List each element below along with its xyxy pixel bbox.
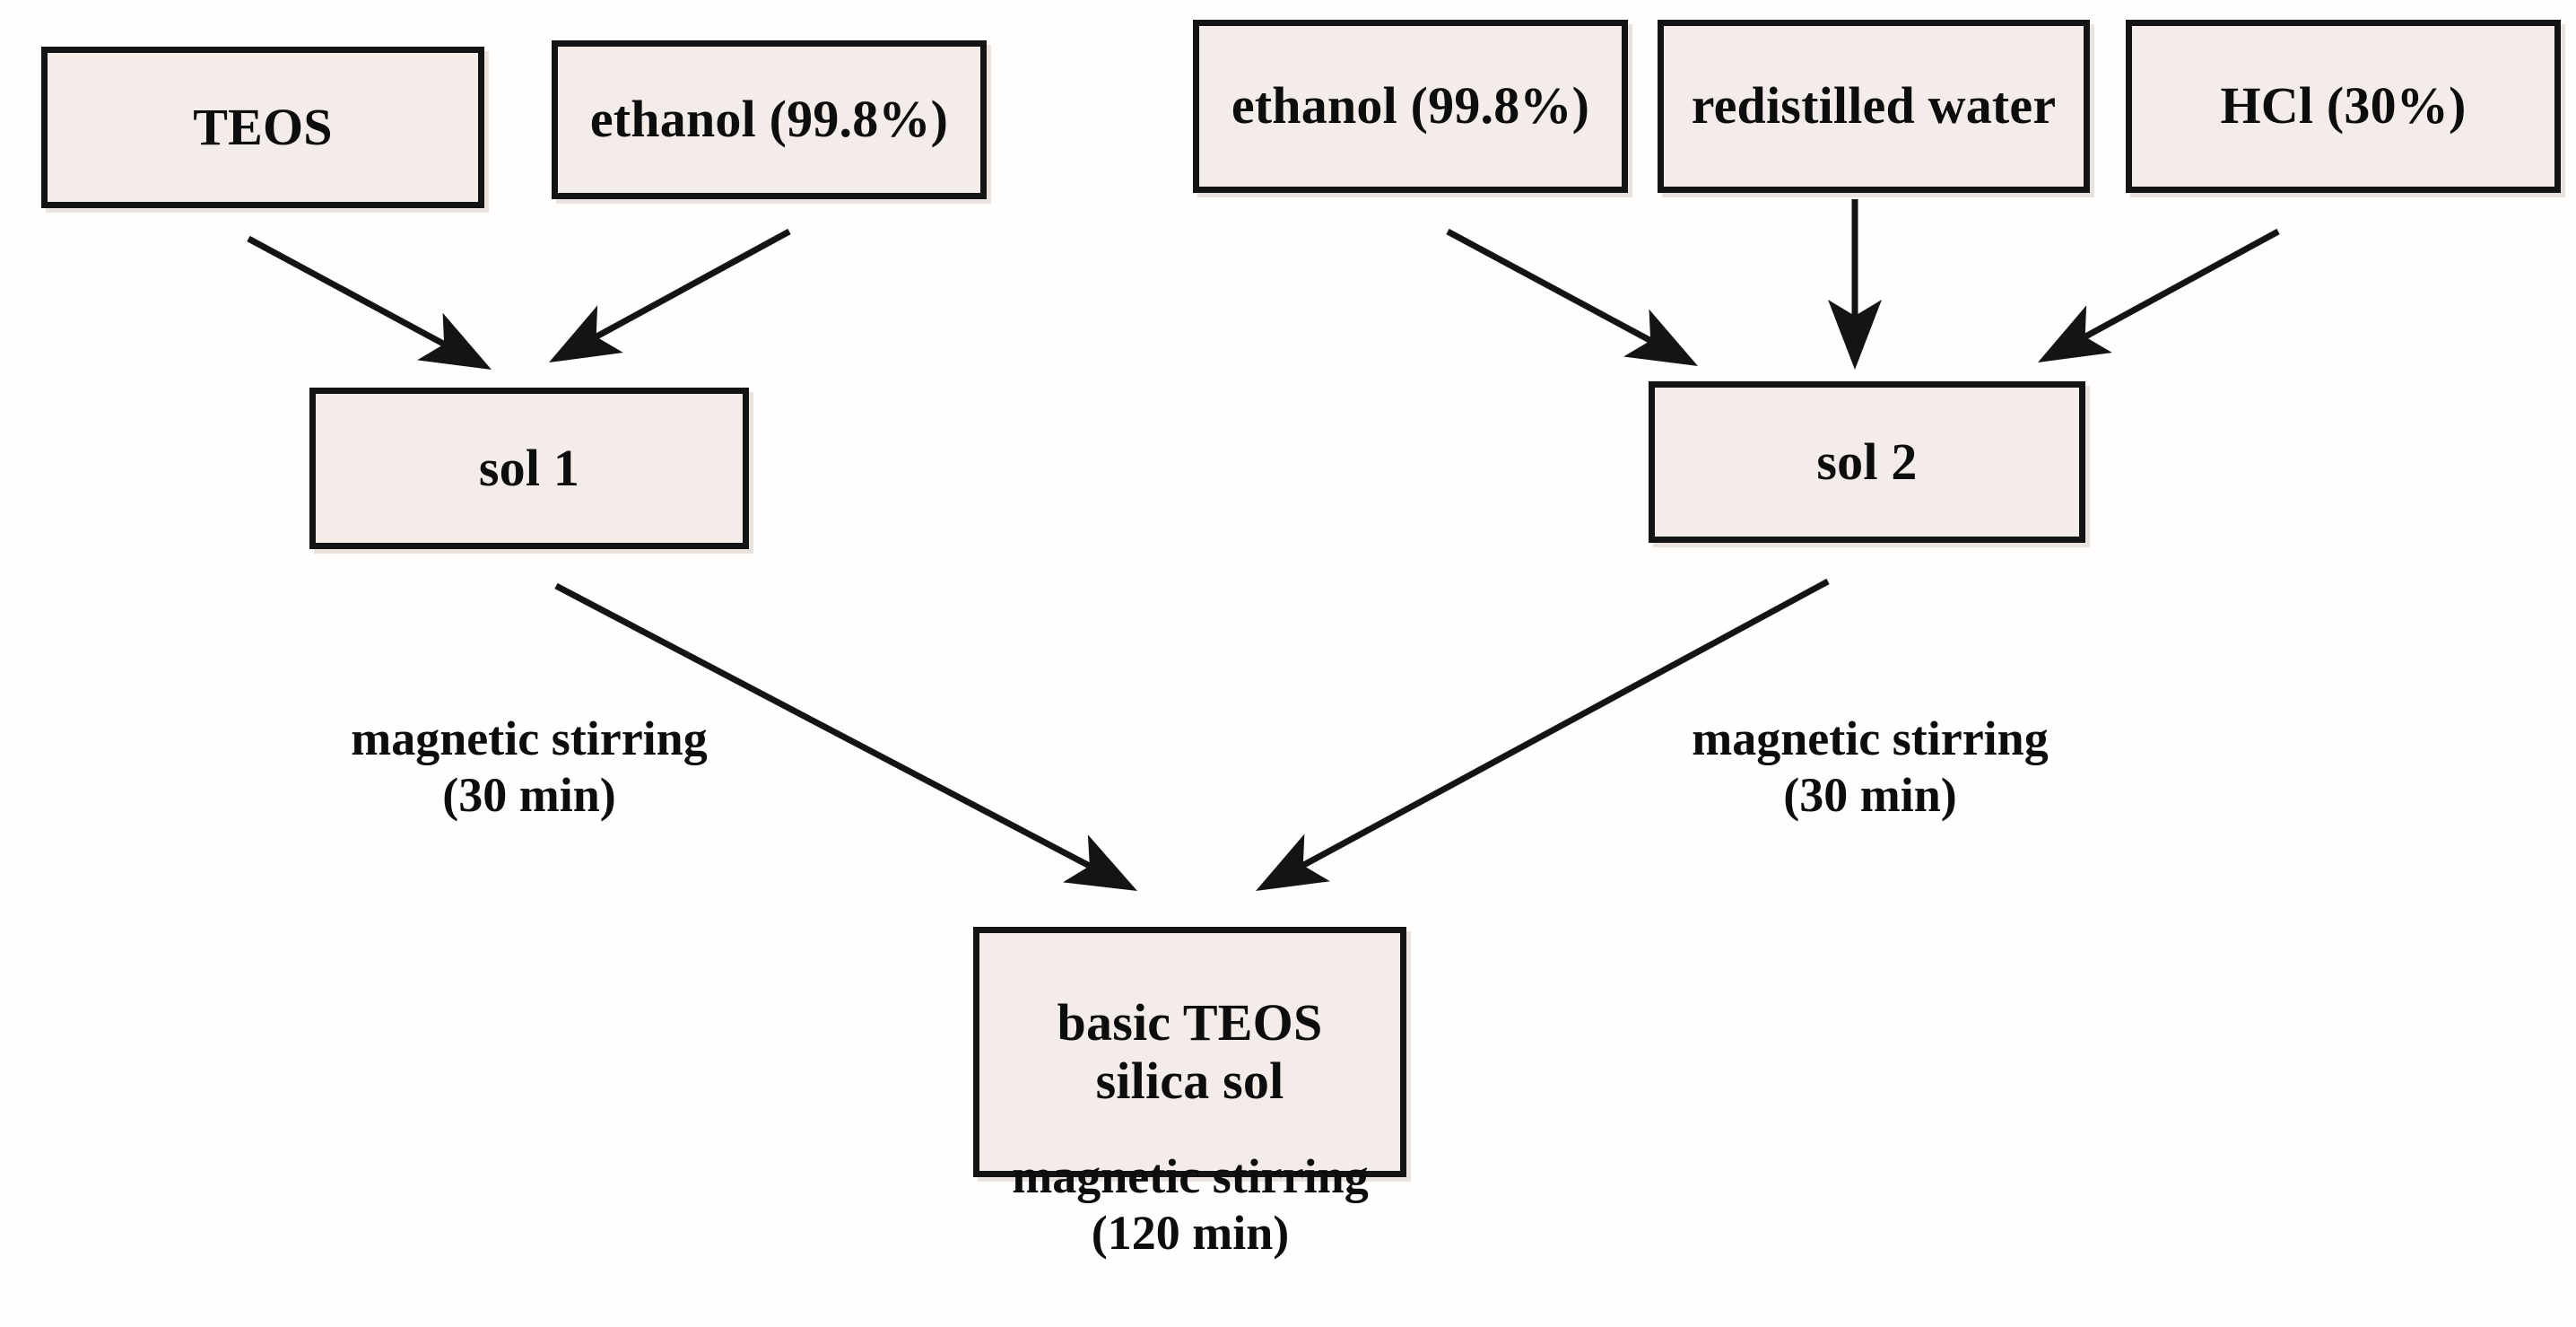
node-teos: TEOS <box>41 47 484 208</box>
arrow-ethanol2-to-sol2 <box>1446 228 1698 366</box>
edge-label-stir-sol2: magnetic stirring(30 min) <box>1692 712 2049 822</box>
arrow-teos-to-sol1 <box>247 235 492 370</box>
node-hcl: HCl (30%) <box>2126 20 2561 193</box>
arrow-hcl-to-sol2 <box>2038 228 2280 362</box>
node-label: HCl (30%) <box>2220 76 2467 135</box>
node-sol2: sol 2 <box>1649 381 2085 543</box>
node-ethanol1: ethanol (99.8%) <box>552 40 987 199</box>
node-label: sol 2 <box>1816 432 1918 491</box>
node-ethanol2: ethanol (99.8%) <box>1193 20 1628 193</box>
node-label: ethanol (99.8%) <box>1231 76 1590 135</box>
edge-label-stir-sol1: magnetic stirring(30 min) <box>351 712 708 822</box>
node-label: sol 1 <box>478 438 580 497</box>
node-label: ethanol (99.8%) <box>589 90 949 149</box>
arrow-ethanol1-to-sol1 <box>549 228 791 362</box>
node-label: TEOS <box>193 97 333 156</box>
node-water: redistilled water <box>1658 20 2090 193</box>
node-sol1: sol 1 <box>309 388 749 549</box>
edge-label-stir-product: magnetic stirring(120 min) <box>1012 1149 1369 1260</box>
arrow-water-to-sol2 <box>1828 199 1882 370</box>
node-label: redistilled water <box>1691 76 2057 135</box>
